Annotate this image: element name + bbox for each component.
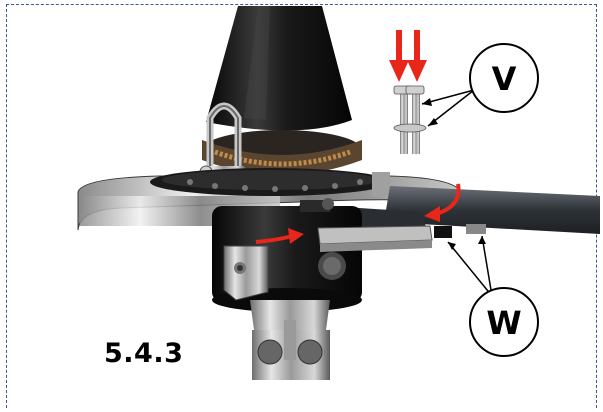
callout-v: V [421,43,539,127]
cone-body [206,6,352,131]
curved-arrow-right [435,183,461,216]
down-arrow-left [389,30,409,82]
callout-w: W [447,235,539,357]
curved-arrow-left-head [288,228,304,244]
callout-v-letter: V [492,60,517,98]
down-arrow-right [407,30,427,82]
bracket-plates [317,224,486,252]
side-bracket [223,245,269,301]
bolt-pair-v [393,85,427,154]
curved-arrow-right-head [424,206,440,222]
step-label: 5.4.3 [104,338,184,369]
callout-w-letter: W [486,304,521,342]
red-arrows [255,30,461,244]
clevis [250,300,330,380]
